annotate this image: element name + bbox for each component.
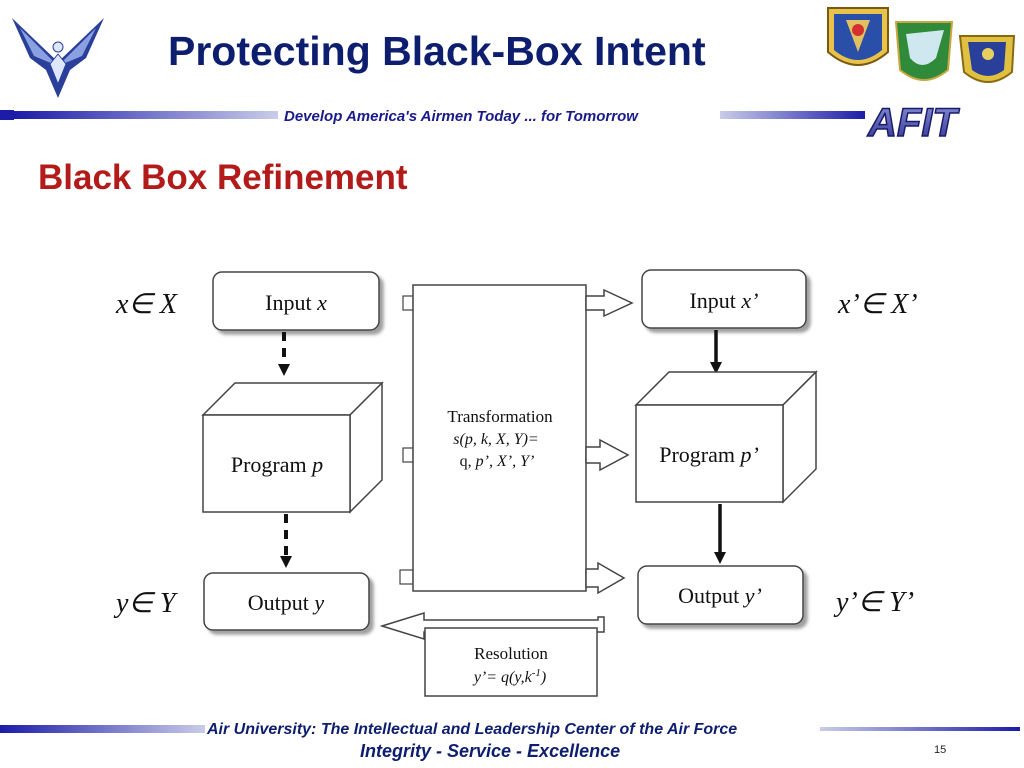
svg-text:Program p’: Program p’ — [659, 442, 759, 467]
dashed-arrow-input-to-program — [278, 332, 290, 376]
right-input-domain: x’∈ X’ — [837, 289, 918, 320]
right-input-box: Input x’ — [641, 269, 807, 329]
svg-text:y’= q(y,k-1): y’= q(y,k-1) — [472, 667, 546, 686]
dashed-arrow-program-to-output — [280, 514, 292, 568]
tagline: Develop America's Airmen Today ... for T… — [284, 108, 638, 125]
header-bar-right — [720, 111, 865, 119]
svg-text:Output y: Output y — [248, 590, 325, 615]
footer-bar-left — [0, 725, 205, 733]
hollow-arrow-to-right-input — [585, 288, 634, 318]
svg-text:s(p, k, X, Y)=: s(p, k, X, Y)= — [453, 431, 538, 448]
header-bar-left-cap — [0, 110, 14, 120]
right-output-box: Output y’ — [637, 565, 804, 625]
resolution-box: Resolution y’= q(y,k-1) — [424, 627, 598, 697]
hollow-arrow-to-right-output — [585, 561, 626, 595]
svg-text:Output y’: Output y’ — [678, 583, 762, 608]
section-heading: Black Box Refinement — [38, 158, 408, 197]
air-force-logo — [12, 18, 104, 98]
svg-text:Resolution: Resolution — [474, 644, 548, 663]
header-bar-left — [14, 111, 278, 119]
svg-text:Transformation: Transformation — [447, 407, 553, 426]
left-output-box: Output y — [203, 572, 370, 631]
transformation-box: Transformation s(p, k, X, Y)= q, p’, X’,… — [399, 284, 587, 592]
svg-text:Program p: Program p — [231, 452, 323, 477]
svg-text:Input x’: Input x’ — [689, 288, 758, 313]
left-input-box: Input x — [212, 271, 380, 331]
solid-arrow-program-to-output — [714, 504, 726, 564]
hollow-arrow-to-right-program — [585, 438, 630, 472]
left-input-domain: x∈ X — [115, 289, 178, 320]
svg-text:q, p’, X’, Y’: q, p’, X’, Y’ — [460, 453, 535, 470]
solid-arrow-input-to-program — [710, 330, 722, 374]
command-emblems — [827, 7, 1016, 83]
footer-bar-right — [820, 727, 1020, 731]
afit-logo: AFIT — [867, 101, 960, 145]
slide-title: Protecting Black-Box Intent — [168, 28, 706, 74]
svg-text:Input x: Input x — [265, 290, 327, 315]
left-output-domain: y∈ Y — [113, 588, 179, 619]
right-program-cube: Program p’ — [634, 370, 818, 504]
right-output-domain: y’∈ Y’ — [833, 587, 914, 618]
left-program-cube: Program p — [201, 381, 384, 514]
footer-motto: Air University: The Intellectual and Lea… — [207, 721, 738, 738]
page-number: 15 — [934, 744, 947, 756]
footer-values: Integrity - Service - Excellence — [360, 741, 621, 761]
